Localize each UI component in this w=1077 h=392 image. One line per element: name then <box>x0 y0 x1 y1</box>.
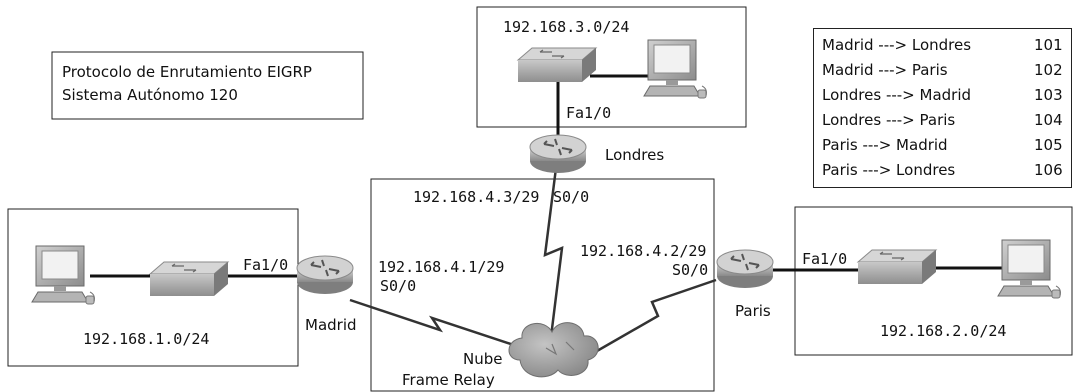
cloud-label-frame-relay: Frame Relay <box>402 371 495 389</box>
cloud-label-nube: Nube <box>463 350 503 368</box>
protocol-title: Protocolo de Enrutamiento EIGRP <box>62 63 312 81</box>
dlci-number: 102 <box>1034 61 1063 79</box>
dlci-path: Madrid ---> Paris <box>822 61 948 79</box>
dlci-row: Paris ---> Madrid 105 <box>822 134 1067 156</box>
dlci-row: Madrid ---> Paris 102 <box>822 59 1067 81</box>
madrid-serial-link <box>349 298 536 354</box>
dlci-number: 103 <box>1034 86 1063 104</box>
londres-switch-icon[interactable] <box>517 47 597 83</box>
dlci-number: 106 <box>1034 161 1063 179</box>
dlci-path: Londres ---> Paris <box>822 111 956 129</box>
londres-wan-ip: 192.168.4.3/29 <box>413 188 540 206</box>
londres-router-name: Londres <box>605 146 665 164</box>
paris-lan-box <box>794 206 1073 356</box>
paris-lan-interface: Fa1/0 <box>802 250 848 268</box>
londres-lan-interface: Fa1/0 <box>566 104 612 122</box>
londres-lan-box <box>476 6 747 128</box>
dlci-number: 105 <box>1034 136 1063 154</box>
dlci-number: 104 <box>1034 111 1063 129</box>
dlci-path: Paris ---> Londres <box>822 161 956 179</box>
dlci-row: Paris ---> Londres 106 <box>822 159 1067 181</box>
dlci-row: Londres ---> Paris 104 <box>822 109 1067 131</box>
londres-wan-interface: S0/0 <box>553 188 590 206</box>
paris-serial-link <box>589 278 717 357</box>
paris-lan-network: 192.168.2.0/24 <box>880 322 1007 340</box>
dlci-row: Madrid ---> Londres 101 <box>822 34 1067 56</box>
madrid-lan-interface: Fa1/0 <box>243 256 289 274</box>
londres-serial-link <box>543 167 564 346</box>
madrid-lan-box <box>7 208 299 367</box>
madrid-switch-icon[interactable] <box>149 261 229 297</box>
dlci-path: Madrid ---> Londres <box>822 36 972 54</box>
madrid-pc-icon[interactable] <box>31 245 95 305</box>
dlci-number: 101 <box>1034 36 1063 54</box>
madrid-lan-network: 192.168.1.0/24 <box>83 330 210 348</box>
paris-wan-ip: 192.168.4.2/29 <box>580 242 707 260</box>
madrid-wan-interface: S0/0 <box>380 277 417 295</box>
madrid-wan-ip: 192.168.4.1/29 <box>378 258 505 276</box>
frame-relay-cloud-icon <box>508 322 599 378</box>
paris-switch-icon[interactable] <box>857 249 937 285</box>
paris-wan-interface: S0/0 <box>672 261 709 279</box>
dlci-path: Londres ---> Madrid <box>822 86 972 104</box>
londres-lan-network: 192.168.3.0/24 <box>503 18 630 36</box>
dlci-path: Paris ---> Madrid <box>822 136 948 154</box>
dlci-table: Madrid ---> Londres 101 Madrid ---> Pari… <box>813 28 1072 188</box>
paris-pc-icon[interactable] <box>997 239 1061 299</box>
madrid-router-icon[interactable] <box>296 255 354 295</box>
londres-pc-icon[interactable] <box>643 39 707 99</box>
autonomous-system: Sistema Autónomo 120 <box>62 86 238 104</box>
protocol-box <box>51 51 364 120</box>
dlci-row: Londres ---> Madrid 103 <box>822 84 1067 106</box>
frame-relay-box <box>370 178 715 392</box>
paris-router-name: Paris <box>735 302 771 320</box>
paris-router-icon[interactable] <box>716 249 774 289</box>
londres-router-icon[interactable] <box>529 134 587 174</box>
madrid-router-name: Madrid <box>305 316 357 334</box>
